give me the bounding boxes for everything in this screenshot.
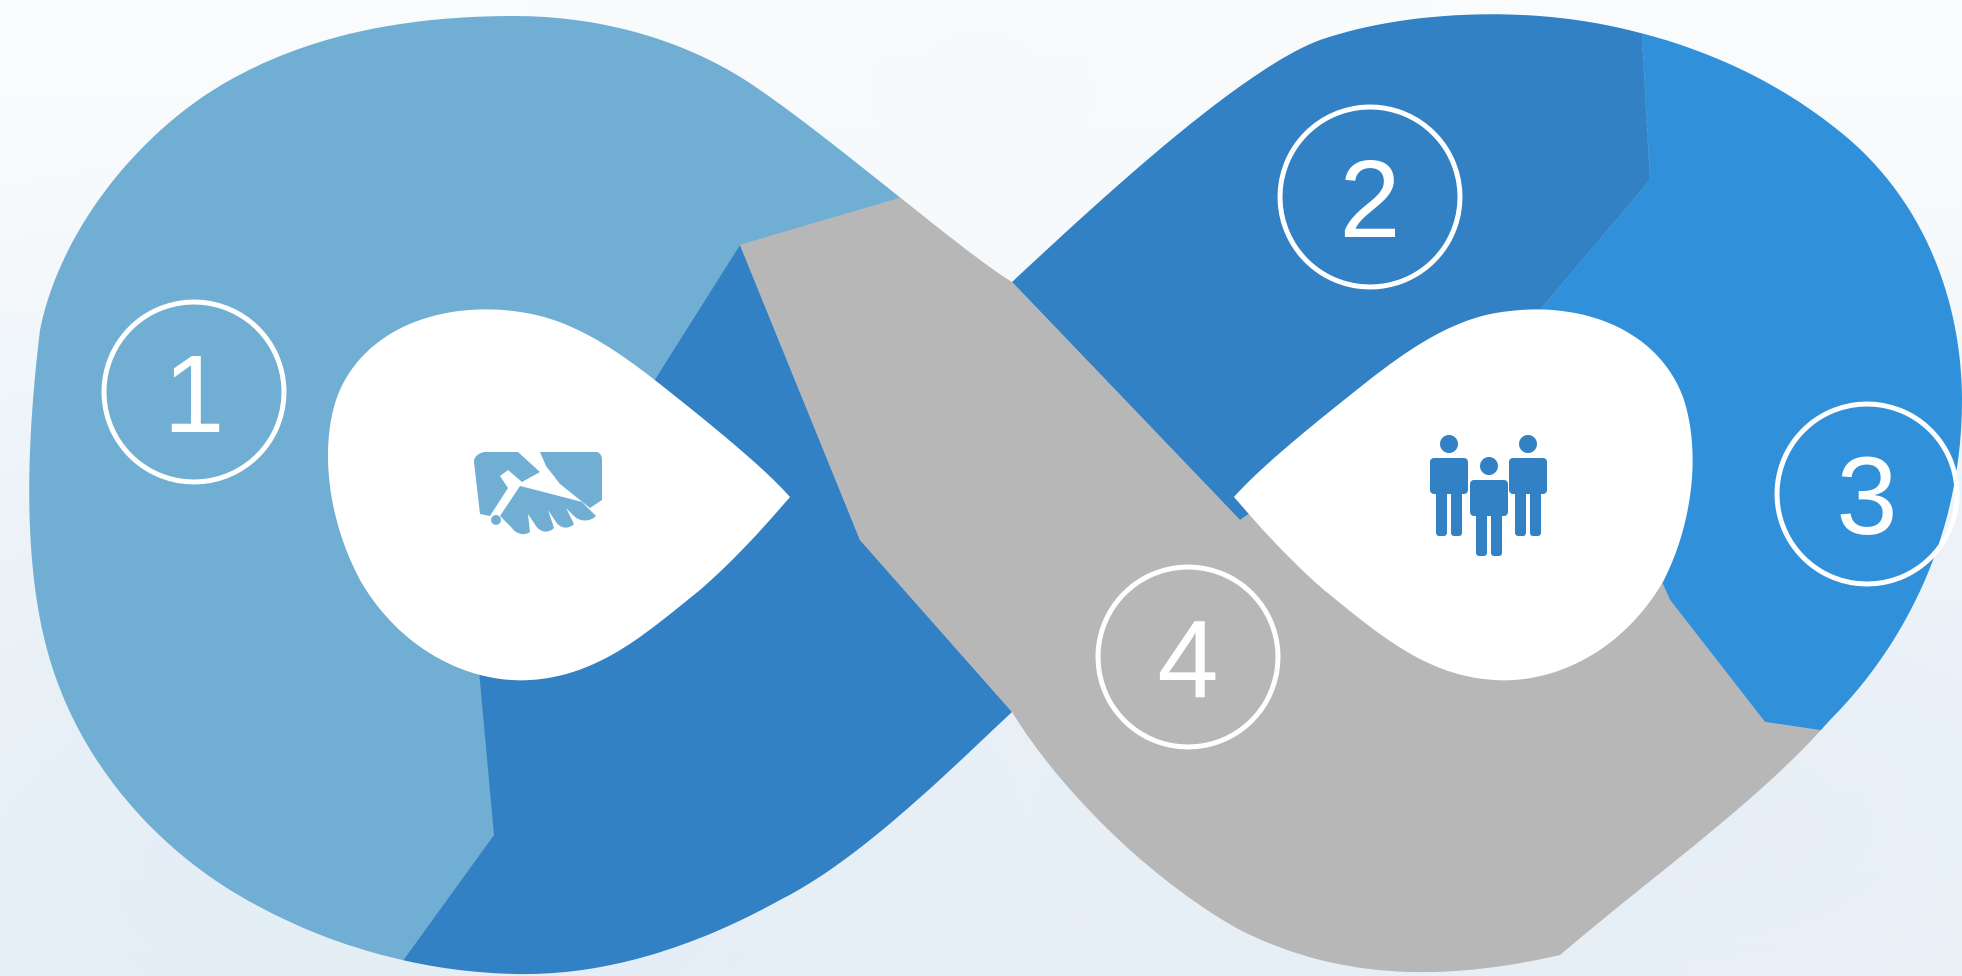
- step-number-4: 4: [1157, 598, 1218, 721]
- step-number-3: 3: [1836, 435, 1897, 558]
- segment-4-band: [740, 195, 1540, 975]
- step-circle-3: 3: [1774, 401, 1960, 587]
- segment-3: [1540, 14, 1962, 760]
- handshake-icon: [474, 452, 602, 535]
- left-hub: [328, 309, 790, 681]
- segment-1-lower: [392, 245, 1012, 975]
- right-hub: [1234, 309, 1693, 681]
- step-circle-1: 1: [101, 299, 287, 485]
- step-circle-4: 4: [1095, 564, 1281, 750]
- step-number-1: 1: [163, 333, 224, 456]
- people-group-icon: [1430, 435, 1547, 556]
- step-number-2: 2: [1339, 138, 1400, 261]
- step-circle-2: 2: [1277, 104, 1463, 290]
